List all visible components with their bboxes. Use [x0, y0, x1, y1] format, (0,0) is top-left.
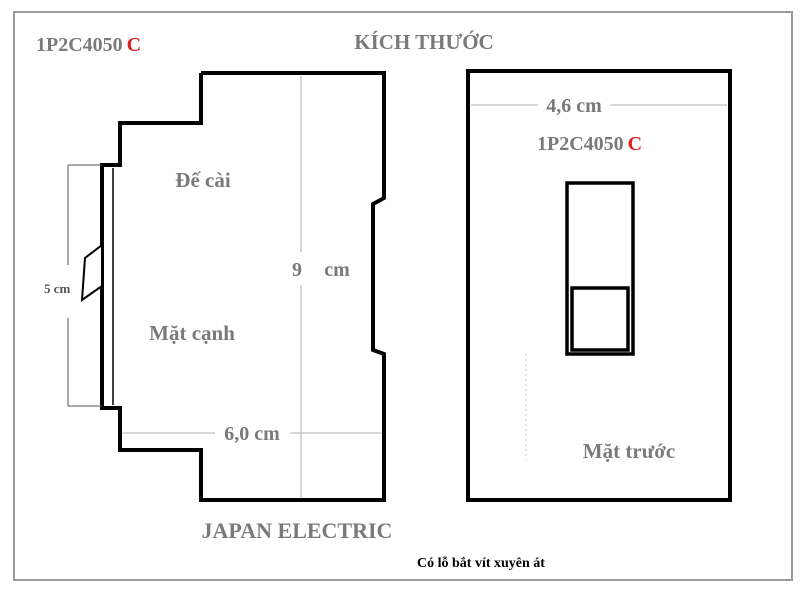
- base-label: Đế cài: [175, 168, 231, 192]
- page-title: KÍCH THƯỚC: [354, 30, 493, 54]
- toggle-slot: [565, 181, 635, 356]
- height-value: 9: [292, 259, 302, 281]
- width-label: 6,0 cm: [224, 423, 280, 445]
- brand-name: JAPAN ELECTRIC: [202, 518, 393, 543]
- front-width-label: 4,6 cm: [546, 95, 602, 117]
- mounting-note: Có lỗ bắt vít xuyên át: [417, 555, 545, 571]
- side-view: 5 cm 9 cm 6,0 cm Đế cài Mặt cạnh: [44, 71, 386, 502]
- front-view-outline: [466, 69, 732, 502]
- side-face-label: Mặt cạnh: [149, 321, 235, 345]
- front-face-label: Mặt trước: [583, 439, 675, 463]
- height-unit: cm: [324, 259, 350, 281]
- rail-dimension-label: 5 cm: [44, 281, 71, 296]
- outer-frame: [13, 11, 793, 581]
- clip-tab: [80, 242, 103, 303]
- side-view-outline: [100, 71, 386, 502]
- toggle-lever: [570, 286, 630, 352]
